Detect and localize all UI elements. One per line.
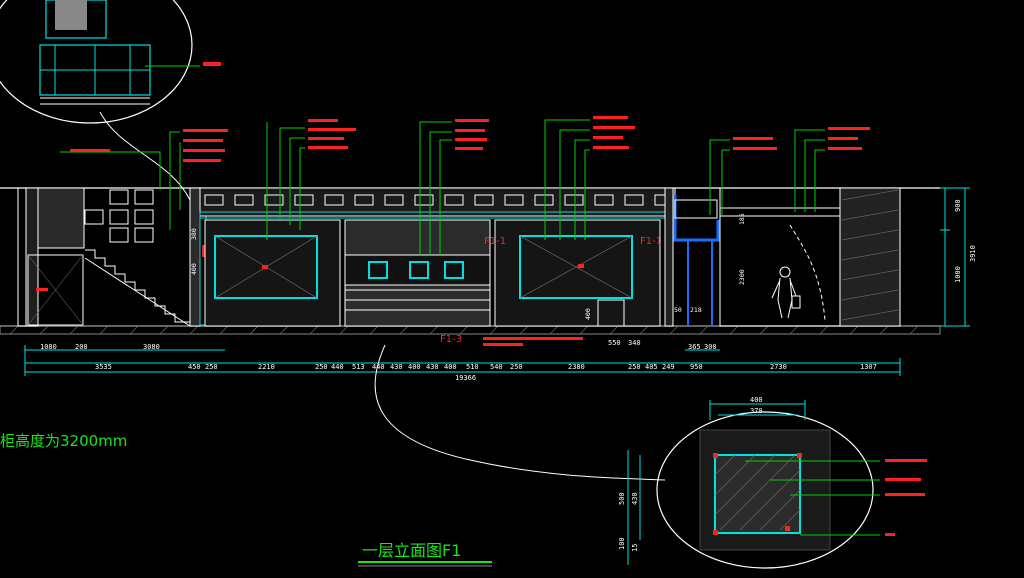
svg-text:370: 370 [750, 407, 763, 415]
svg-text:1000: 1000 [954, 266, 962, 283]
svg-text:510: 510 [466, 363, 479, 371]
svg-text:3080: 3080 [143, 343, 160, 351]
main-elevation [0, 187, 941, 335]
annotation-marks [70, 116, 870, 346]
section-tag-f1-1-right: F1-1 [640, 236, 662, 247]
svg-text:440: 440 [372, 363, 385, 371]
svg-text:2380: 2380 [568, 363, 585, 371]
svg-text:400: 400 [584, 308, 592, 320]
svg-text:550: 550 [608, 339, 621, 347]
svg-text:250: 250 [205, 363, 218, 371]
svg-text:540: 540 [490, 363, 503, 371]
dimension-lines [24, 187, 970, 376]
detail-bubble-bottom-right: 400 370 500 430 100 15 [618, 396, 927, 569]
svg-text:513: 513 [352, 363, 365, 371]
svg-text:365: 365 [688, 343, 701, 351]
svg-text:500: 500 [618, 492, 626, 505]
svg-text:250: 250 [510, 363, 523, 371]
svg-text:450: 450 [188, 363, 201, 371]
svg-text:340: 340 [628, 339, 641, 347]
svg-text:250: 250 [315, 363, 328, 371]
svg-text:200: 200 [75, 343, 88, 351]
svg-text:185: 185 [738, 213, 746, 225]
dimension-total: 19366 [455, 374, 476, 382]
svg-text:3910: 3910 [969, 245, 977, 262]
svg-text:1080: 1080 [40, 343, 57, 351]
dimension-row-1: 1080 200 3080 365 300 [40, 343, 717, 351]
dimension-row-2: 3535 450 250 2210 250 440 513 440 430 40… [95, 363, 877, 371]
svg-text:2300: 2300 [738, 269, 746, 285]
svg-text:1307: 1307 [860, 363, 877, 371]
dimension-right-vertical: 900 1000 3910 [954, 199, 977, 283]
section-tag-f1-1-left: F1-1 [484, 236, 506, 247]
detail-leader-curve [374, 344, 666, 481]
svg-text:3535: 3535 [95, 363, 112, 371]
svg-text:430: 430 [631, 492, 639, 505]
detail-bubble-top-left [0, 0, 221, 201]
svg-text:218: 218 [690, 306, 702, 314]
dimension-interior-vertical: 380 400 2300 185 400 50 218 [190, 213, 746, 320]
svg-text:249: 249 [662, 363, 675, 371]
floor-hatch [9, 325, 919, 335]
svg-text:100: 100 [618, 537, 626, 550]
drawing-title: 一层立面图F1 [362, 541, 461, 560]
svg-text:900: 900 [954, 199, 962, 212]
svg-text:250: 250 [628, 363, 641, 371]
svg-text:430: 430 [426, 363, 439, 371]
svg-text:405: 405 [645, 363, 658, 371]
annotation-leaders [60, 119, 825, 255]
svg-text:440: 440 [331, 363, 344, 371]
svg-text:2210: 2210 [258, 363, 275, 371]
svg-text:380: 380 [190, 228, 198, 240]
svg-text:15: 15 [631, 544, 639, 552]
scale-figure [771, 266, 801, 319]
section-tag-f1-3: F1-3 [440, 334, 462, 345]
svg-text:400: 400 [408, 363, 421, 371]
svg-text:400: 400 [190, 263, 198, 275]
svg-text:2730: 2730 [770, 363, 787, 371]
staircase [84, 189, 191, 327]
cabinet-height-note: 柜高度为3200mm [0, 432, 127, 450]
dimension-small: 550 340 [608, 339, 641, 347]
svg-text:400: 400 [750, 396, 763, 404]
svg-text:300: 300 [704, 343, 717, 351]
svg-text:950: 950 [690, 363, 703, 371]
svg-text:50: 50 [674, 306, 682, 314]
svg-text:430: 430 [390, 363, 403, 371]
svg-text:400: 400 [444, 363, 457, 371]
